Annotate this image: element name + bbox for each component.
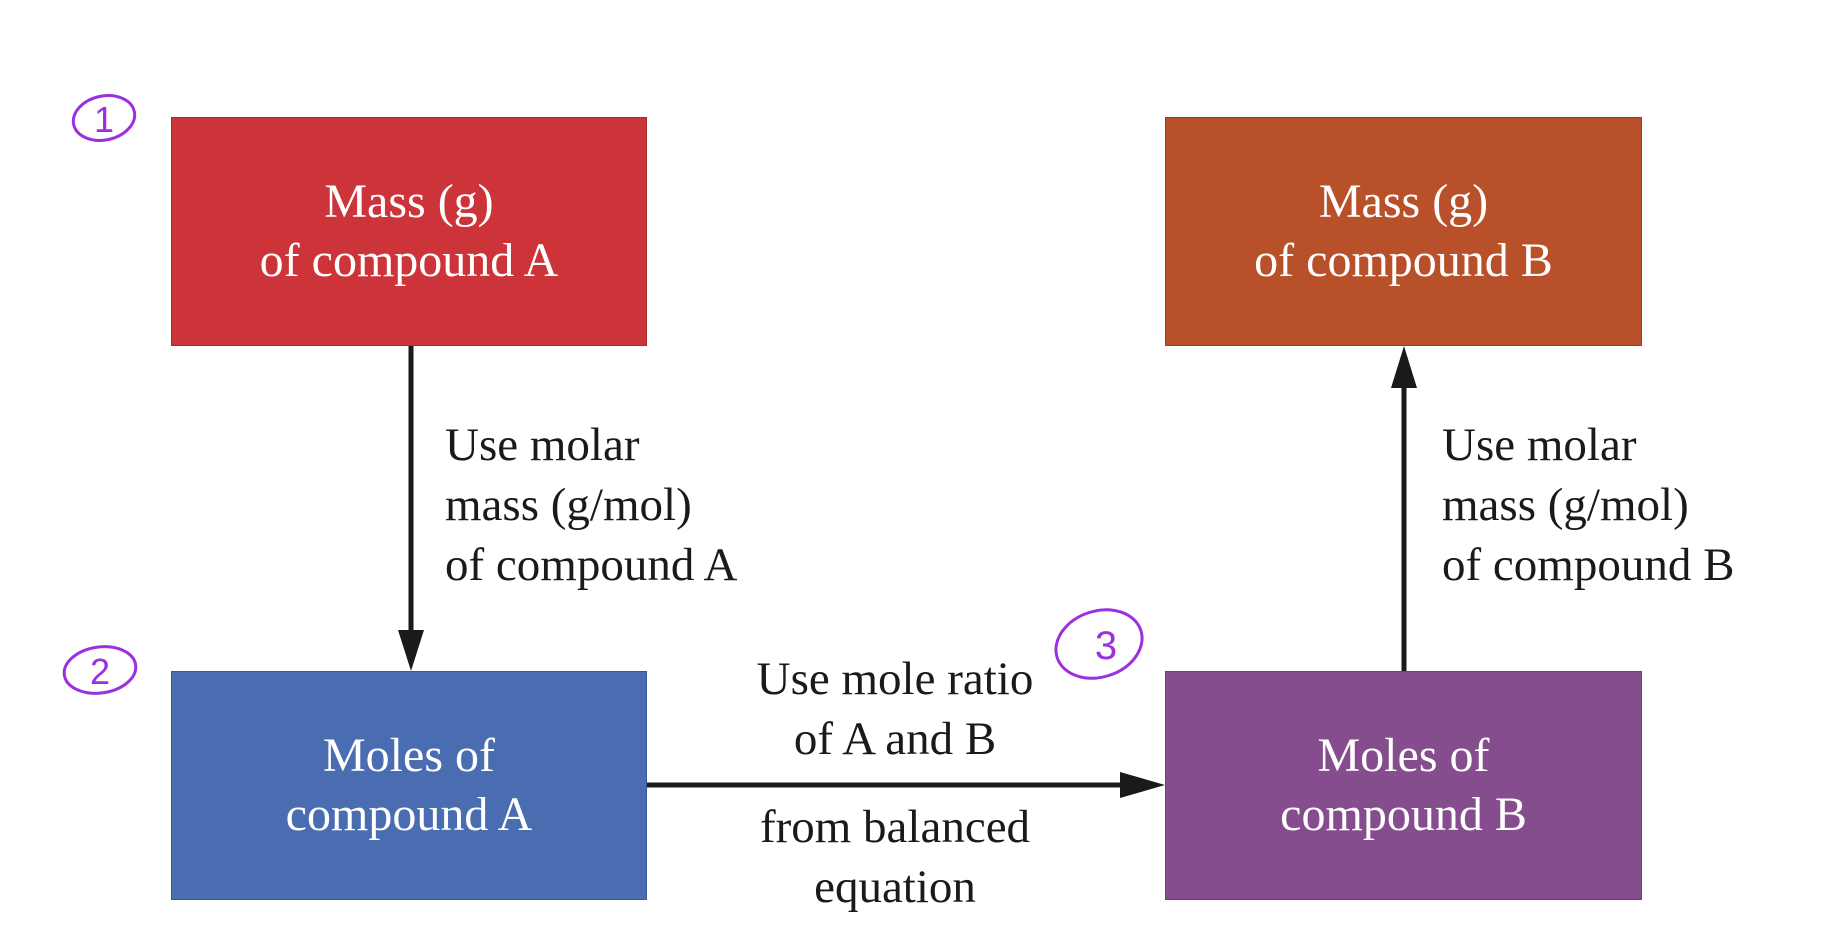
label-mole-ratio-bottom: from balanced equation bbox=[680, 797, 1110, 917]
box-moles-a-line2: compound A bbox=[285, 787, 533, 841]
box-moles-a-line1: Moles of bbox=[323, 728, 495, 782]
box-mass-b-line2: of compound B bbox=[1254, 233, 1553, 287]
label-b-line3: of compound B bbox=[1442, 539, 1735, 592]
label-ratio-line4: equation bbox=[814, 861, 976, 914]
label-a-line3: of compound A bbox=[445, 539, 738, 592]
label-ratio-line2: of A and B bbox=[793, 713, 997, 766]
box-mass-compound-b: Mass (g) of compound B bbox=[1165, 117, 1642, 346]
step-1-number: 1 bbox=[94, 99, 114, 140]
label-molar-mass-a: Use molar mass (g/mol) of compound A bbox=[445, 415, 737, 595]
step-1-annotation: 1 bbox=[71, 94, 137, 142]
box-moles-b-line1: Moles of bbox=[1317, 728, 1490, 782]
label-molar-mass-b: Use molar mass (g/mol) of compound B bbox=[1442, 415, 1734, 595]
label-ratio-line1: Use mole ratio bbox=[756, 653, 1034, 705]
label-a-line2: mass (g/mol) bbox=[445, 479, 692, 532]
label-mole-ratio-top: Use mole ratio of A and B bbox=[680, 649, 1110, 769]
box-mass-a-line2: of compound A bbox=[259, 233, 559, 287]
label-ratio-line3: from balanced bbox=[759, 801, 1031, 853]
label-b-line1: Use molar bbox=[1442, 419, 1637, 471]
label-a-line1: Use molar bbox=[445, 419, 640, 471]
box-mass-b-line1: Mass (g) bbox=[1318, 174, 1489, 228]
arrow-right-ratio bbox=[647, 772, 1165, 798]
arrow-down-a bbox=[398, 346, 424, 671]
step-2-number: 2 bbox=[90, 651, 110, 692]
arrow-up-b bbox=[1391, 346, 1417, 671]
label-b-line2: mass (g/mol) bbox=[1442, 479, 1689, 532]
box-moles-b-line2: compound B bbox=[1280, 787, 1527, 841]
box-moles-compound-a: Moles of compound A bbox=[171, 671, 647, 900]
box-moles-compound-b: Moles of compound B bbox=[1165, 671, 1642, 900]
box-mass-a-line1: Mass (g) bbox=[324, 174, 494, 228]
step-2-annotation: 2 bbox=[62, 645, 138, 695]
box-mass-compound-a: Mass (g) of compound A bbox=[171, 117, 647, 346]
